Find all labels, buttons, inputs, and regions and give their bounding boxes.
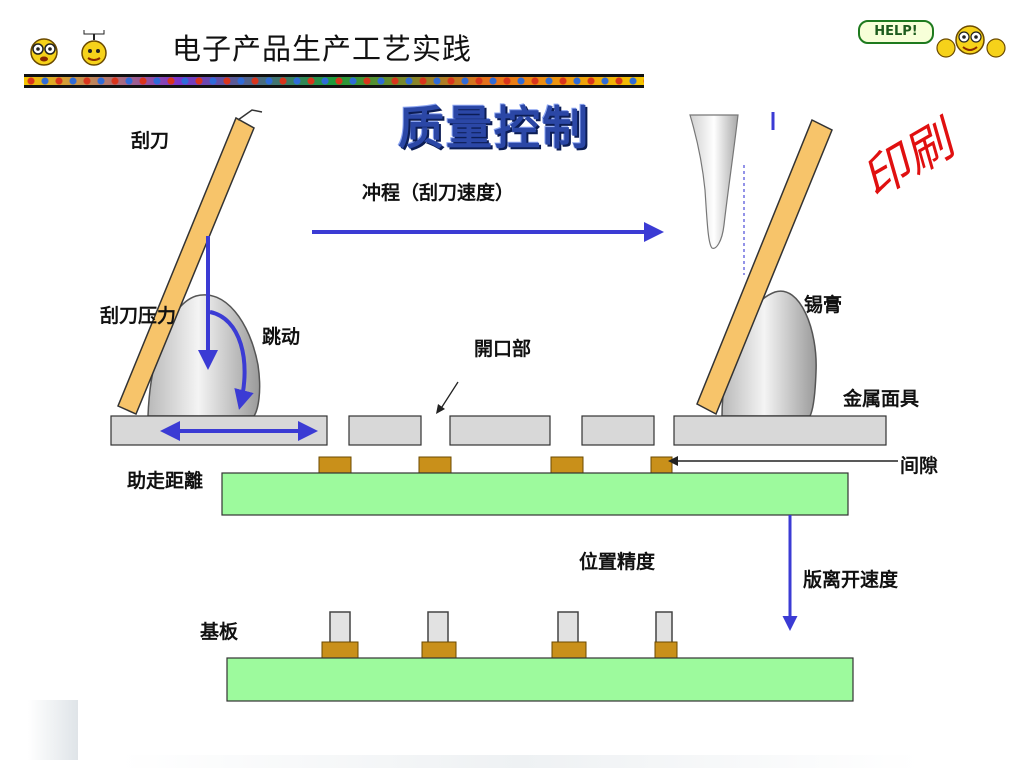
label-squeegee: 刮刀 xyxy=(131,130,170,152)
pcb-lower xyxy=(226,657,854,702)
label-metal-stencil: 金属面具 xyxy=(843,388,920,410)
stencil-segment xyxy=(673,415,887,446)
pad xyxy=(321,641,359,660)
stencil-segment xyxy=(449,415,551,446)
label-run-distance: 助走距離 xyxy=(127,470,204,492)
label-jump: 跳动 xyxy=(262,326,301,348)
label-separation-speed: 版离开速度 xyxy=(803,569,899,591)
label-opening: 開口部 xyxy=(474,338,532,360)
pad xyxy=(654,641,678,660)
smiley-group-icon xyxy=(936,25,1006,58)
section-heading: 质量控制 xyxy=(398,101,590,155)
pad xyxy=(551,641,587,660)
stencil-segment xyxy=(348,415,422,446)
stencil-segment xyxy=(581,415,655,446)
pads-upper xyxy=(318,456,673,474)
squeegee-left xyxy=(117,116,255,415)
gap-pointer-head xyxy=(668,456,678,466)
opening-pointer-head xyxy=(436,404,445,414)
label-solder-paste: 锡膏 xyxy=(804,294,843,316)
metal-stencil xyxy=(110,415,887,446)
printed-paste xyxy=(655,611,673,645)
slide-title: 电子产品生产工艺实践 xyxy=(172,32,473,66)
label-substrate: 基板 xyxy=(200,621,239,643)
label-position-accuracy: 位置精度 xyxy=(579,551,656,573)
smiley-glasses-icon xyxy=(30,38,58,66)
printed-paste xyxy=(557,611,579,645)
pad xyxy=(418,456,452,474)
pad xyxy=(550,456,584,474)
squeegee-right xyxy=(696,118,833,416)
pad xyxy=(650,456,673,474)
header-icons xyxy=(30,30,107,66)
label-squeegee-pressure: 刮刀压力 xyxy=(100,305,177,327)
pads-lower xyxy=(321,611,678,660)
pad xyxy=(421,641,457,660)
printed-paste xyxy=(427,611,449,645)
header-divider xyxy=(24,74,644,88)
pcb-upper xyxy=(221,472,849,516)
paste-nozzle xyxy=(689,114,739,249)
help-badge: HELP! xyxy=(858,20,934,44)
decorative-fade-bottom xyxy=(120,755,920,768)
decorative-fade-left xyxy=(28,700,78,760)
alarm-bomb-icon xyxy=(81,30,107,66)
printed-paste xyxy=(329,611,351,645)
pad xyxy=(318,456,352,474)
label-stroke: 冲程（刮刀速度） xyxy=(362,182,515,204)
label-gap: 间隙 xyxy=(900,455,939,477)
opening-pointer xyxy=(439,381,459,411)
squeegee-handle-left xyxy=(237,109,263,121)
jump-arrow xyxy=(209,310,254,410)
